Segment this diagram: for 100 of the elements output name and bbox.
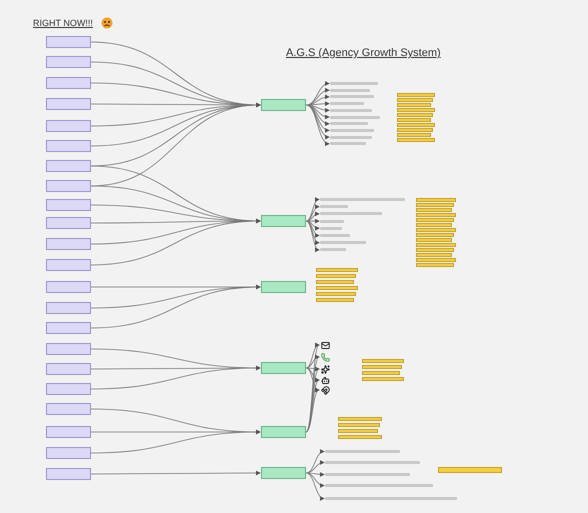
text-line-box: [320, 205, 348, 208]
arrow: [306, 104, 330, 132]
arrow: [306, 205, 320, 222]
highlight-bar: [397, 93, 435, 97]
task-box: [46, 160, 91, 172]
arrow: [90, 284, 261, 328]
arrow: [306, 88, 330, 106]
highlight-bar: [362, 365, 402, 369]
text-line-box: [330, 82, 378, 85]
arrow: [306, 380, 320, 432]
text-line-box: [325, 473, 410, 476]
agent-box: [261, 99, 306, 111]
text-line-box: [320, 241, 366, 244]
highlight-bar: [316, 286, 358, 290]
text-line-box: [320, 212, 382, 216]
highlight-bar: [416, 228, 456, 232]
text-line-box: [330, 116, 380, 118]
task-box: [46, 77, 91, 89]
highlight-bar: [316, 274, 356, 278]
arrow: [306, 198, 320, 222]
task-box: [46, 217, 91, 229]
highlight-bar: [416, 263, 454, 267]
highlight-bar: [397, 128, 433, 132]
arrow: [306, 472, 325, 488]
highlight-bar: [416, 218, 454, 222]
highlight-bar: [397, 133, 431, 137]
highlight-bar: [362, 359, 404, 363]
highlight-bar: [416, 258, 456, 262]
highlight-bar: [438, 467, 502, 473]
text-line-box: [330, 108, 372, 112]
text-line-box: [330, 88, 370, 92]
highlight-bar: [416, 223, 452, 227]
arrow: [306, 104, 330, 145]
highlight-bar: [416, 203, 454, 207]
sparkle-icon: [320, 364, 330, 374]
highlight-bar: [397, 108, 435, 112]
highlight-bar: [316, 292, 356, 296]
task-box: [46, 120, 91, 132]
text-line-box: [325, 497, 457, 500]
highlight-bar: [397, 123, 435, 127]
highlight-bar: [416, 208, 452, 212]
magnet-icon: [320, 385, 330, 395]
highlight-bar: [316, 268, 358, 272]
highlight-bar: [416, 253, 452, 257]
arrow: [306, 460, 325, 474]
text-line-box: [330, 136, 372, 139]
task-box: [46, 383, 91, 395]
agent-box: [261, 362, 306, 374]
highlight-bar: [397, 113, 433, 117]
task-box: [46, 468, 91, 480]
highlight-bar: [362, 377, 404, 381]
highlight-bar: [416, 238, 452, 242]
highlight-bar: [397, 98, 433, 102]
highlight-bar: [397, 103, 431, 107]
arrow: [90, 430, 261, 454]
task-box: [46, 403, 91, 415]
text-line-box: [320, 226, 342, 230]
arrow: [306, 450, 325, 474]
highlight-bar: [416, 213, 456, 217]
arrow: [306, 472, 325, 500]
text-line-box: [330, 142, 366, 146]
highlight-bar: [338, 417, 382, 421]
arrow: [90, 218, 261, 266]
highlight-bar: [316, 298, 354, 302]
task-box: [46, 56, 91, 68]
arrow: [306, 220, 320, 244]
highlight-bar: [397, 138, 435, 142]
highlight-bar: [416, 198, 456, 202]
task-box: [46, 259, 91, 271]
arrow: [306, 220, 320, 251]
arrow: [306, 220, 320, 238]
section-heading: RIGHT NOW!!!: [33, 18, 93, 28]
text-line-box: [325, 461, 420, 464]
text-line-box: [320, 220, 344, 223]
task-box: [46, 281, 91, 293]
highlight-bar: [397, 118, 431, 122]
highlight-bar: [416, 248, 454, 252]
highlight-bar: [338, 435, 382, 439]
task-box: [46, 140, 91, 152]
text-line-box: [325, 450, 400, 453]
arrow: [306, 220, 320, 230]
agent-box: [261, 467, 306, 479]
text-line-box: [330, 122, 368, 126]
task-box: [46, 199, 91, 211]
task-box: [46, 343, 91, 355]
text-line-box: [325, 484, 433, 487]
arrow: [306, 212, 320, 222]
task-box: [46, 447, 91, 459]
text-line-box: [320, 198, 405, 201]
arrow: [306, 390, 320, 432]
highlight-bar: [362, 371, 400, 375]
task-box: [46, 98, 91, 110]
task-box: [46, 36, 91, 48]
text-line-box: [320, 248, 346, 252]
task-box: [46, 363, 91, 375]
highlight-bar: [416, 233, 454, 237]
arrow: [90, 366, 261, 390]
agent-box: [261, 281, 306, 293]
phone-icon: [320, 352, 330, 362]
highlight-bar: [416, 243, 456, 247]
